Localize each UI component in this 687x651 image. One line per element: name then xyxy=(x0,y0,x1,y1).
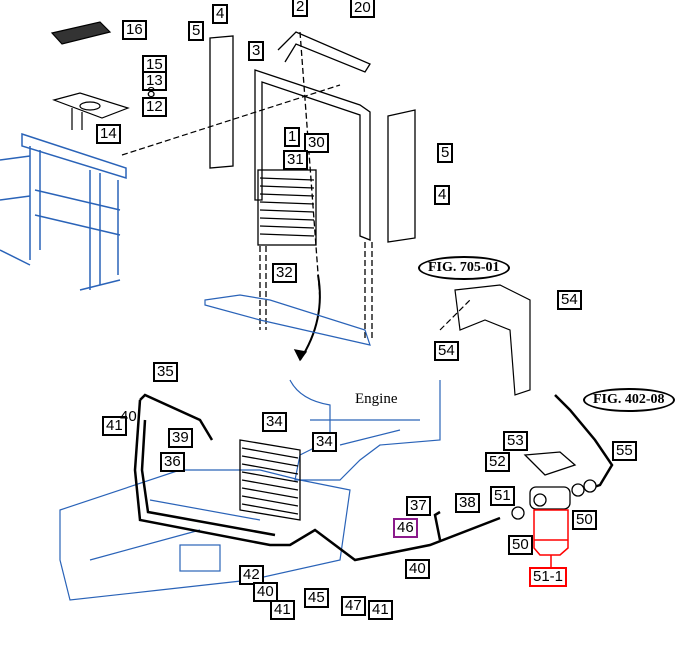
callout-42[interactable]: 42 xyxy=(239,565,264,585)
fig-ref-705-01[interactable]: FIG. 705-01 xyxy=(418,256,510,280)
callout-30[interactable]: 30 xyxy=(304,133,329,153)
callout-5-right[interactable]: 5 xyxy=(437,143,454,163)
callout-40[interactable]: 40 xyxy=(120,408,137,425)
skid-plate-context xyxy=(204,294,371,346)
callout-50[interactable]: 50 xyxy=(508,535,533,555)
oil-cooler xyxy=(239,439,301,521)
callout-8[interactable]: 8 xyxy=(147,84,156,101)
callout-54[interactable]: 54 xyxy=(557,290,582,310)
callout-47[interactable]: 47 xyxy=(341,596,366,616)
fig-ref-402-08[interactable]: FIG. 402-08 xyxy=(583,388,675,412)
callout-4-right[interactable]: 4 xyxy=(434,185,451,205)
callout-36[interactable]: 36 xyxy=(160,452,185,472)
callout-54-lower[interactable]: 54 xyxy=(434,341,459,361)
callout-3[interactable]: 3 xyxy=(248,41,265,61)
callout-14[interactable]: 14 xyxy=(96,124,121,144)
cooler-frame xyxy=(209,31,416,362)
callout-55[interactable]: 55 xyxy=(612,441,637,461)
callout-1[interactable]: 1 xyxy=(284,127,301,147)
oil-filter-highlight xyxy=(533,509,569,568)
callout-20[interactable]: 20 xyxy=(350,0,375,18)
filter-head xyxy=(511,451,597,520)
callout-41[interactable]: 41 xyxy=(102,416,127,436)
frame-context xyxy=(0,132,127,291)
callout-12[interactable]: 12 xyxy=(142,97,167,117)
callout-46-selected[interactable]: 46 xyxy=(393,518,418,538)
callout-34-lower[interactable]: 34 xyxy=(312,432,337,452)
callout-35[interactable]: 35 xyxy=(153,362,178,382)
callout-45[interactable]: 45 xyxy=(304,588,329,608)
callout-50-right[interactable]: 50 xyxy=(572,510,597,530)
engine-label: Engine xyxy=(353,391,400,408)
callout-40-right[interactable]: 40 xyxy=(405,559,430,579)
callout-41-lower[interactable]: 41 xyxy=(270,600,295,620)
callout-32[interactable]: 32 xyxy=(272,263,297,283)
callout-39[interactable]: 39 xyxy=(168,428,193,448)
engine-context xyxy=(59,379,441,601)
callout-53[interactable]: 53 xyxy=(503,431,528,451)
callout-5[interactable]: 5 xyxy=(188,21,205,41)
callout-13[interactable]: 13 xyxy=(142,71,167,91)
callout-4[interactable]: 4 xyxy=(212,4,229,24)
callout-31[interactable]: 31 xyxy=(283,150,308,170)
callout-34[interactable]: 34 xyxy=(262,412,287,432)
callout-37[interactable]: 37 xyxy=(406,496,431,516)
callout-38[interactable]: 38 xyxy=(455,493,480,513)
oil-lines xyxy=(133,393,614,562)
callout-51-1-highlighted[interactable]: 51-1 xyxy=(529,567,568,587)
callout-41-right[interactable]: 41 xyxy=(368,600,393,620)
callout-2[interactable]: 2 xyxy=(292,0,309,17)
callout-16[interactable]: 16 xyxy=(122,20,147,40)
mount-bracket xyxy=(439,284,531,396)
callout-51[interactable]: 51 xyxy=(490,486,515,506)
callout-52[interactable]: 52 xyxy=(485,452,510,472)
callout-40-lower[interactable]: 40 xyxy=(253,582,278,602)
